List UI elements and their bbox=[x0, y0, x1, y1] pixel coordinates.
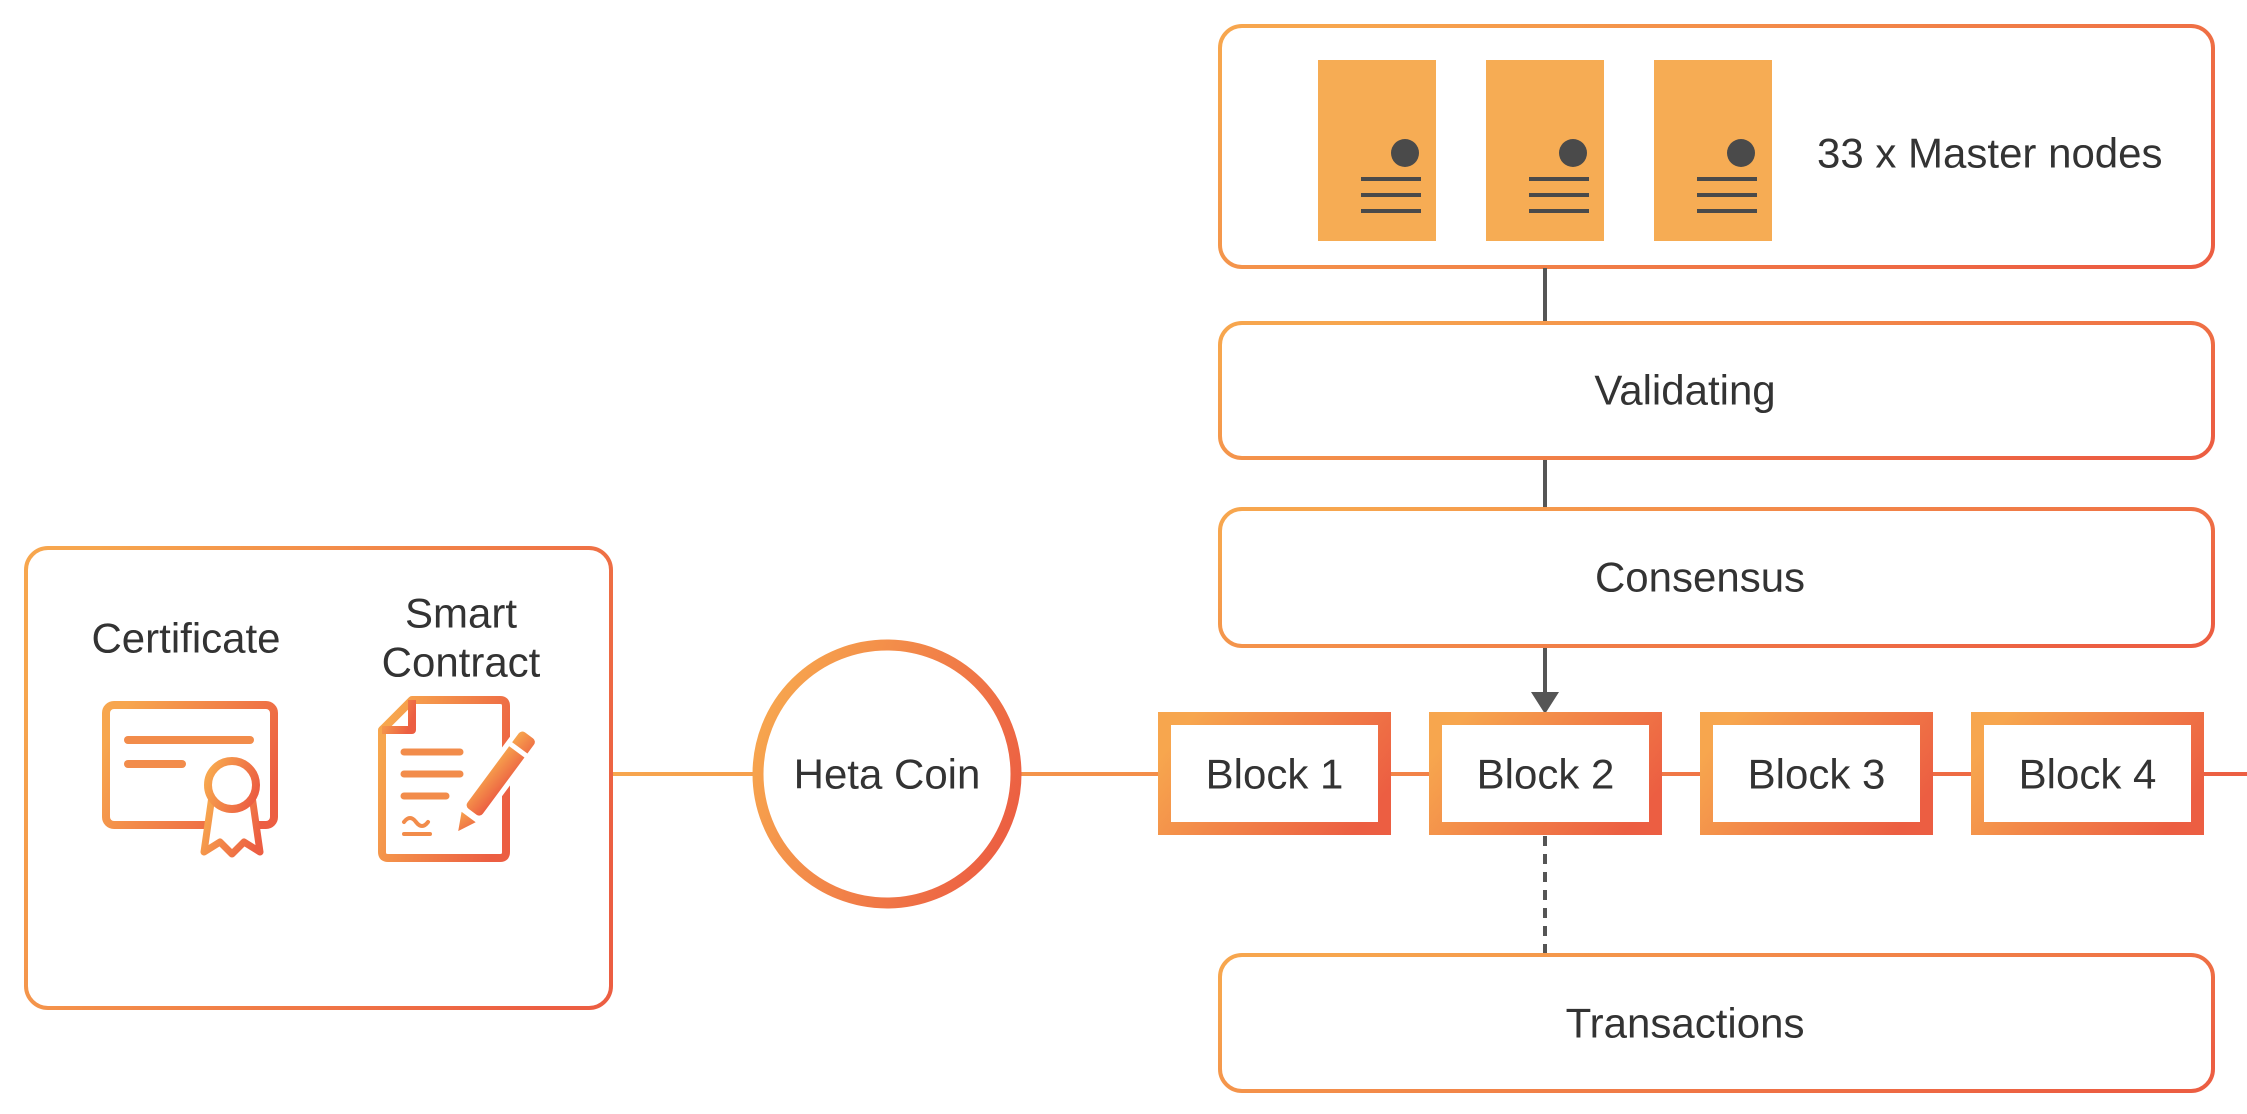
heta-coin-label: Heta Coin bbox=[794, 751, 981, 798]
contract-pen-icon bbox=[378, 696, 540, 862]
smart-contract-label-line2: Contract bbox=[382, 639, 541, 686]
heta-coin-ring bbox=[752, 639, 1022, 909]
validating-stage: Validating bbox=[1218, 321, 2215, 460]
arrowhead-icon bbox=[1531, 692, 1559, 714]
transactions-frame bbox=[1218, 953, 2215, 1093]
certificate-label: Certificate bbox=[91, 615, 280, 662]
block-label: Block 2 bbox=[1477, 751, 1615, 798]
block-2: Block 2 bbox=[1429, 712, 1662, 835]
assets-panel-frame bbox=[24, 546, 613, 1010]
consensus-frame bbox=[1218, 507, 2215, 648]
block-1: Block 1 bbox=[1158, 712, 1391, 835]
block-chain: Block 1 Block 2 Block 3 Block 4 bbox=[1158, 712, 2204, 835]
certificate-icon bbox=[102, 701, 278, 858]
transactions-panel: Transactions bbox=[1218, 953, 2215, 1093]
consensus-label: Consensus bbox=[1595, 554, 1805, 601]
block-3: Block 3 bbox=[1700, 712, 1933, 835]
transactions-label: Transactions bbox=[1566, 1000, 1805, 1047]
validating-frame bbox=[1218, 321, 2215, 460]
block-label: Block 4 bbox=[2019, 751, 2157, 798]
master-nodes-label: 33 x Master nodes bbox=[1817, 130, 2163, 177]
consensus-stage: Consensus bbox=[1218, 507, 2215, 648]
block-label: Block 3 bbox=[1748, 751, 1886, 798]
assets-panel: Certificate Smart Contract bbox=[24, 546, 613, 1010]
server-icon bbox=[1486, 60, 1604, 241]
smart-contract-label-line1: Smart bbox=[405, 590, 517, 637]
block-4: Block 4 bbox=[1971, 712, 2204, 835]
pen-icon bbox=[453, 726, 540, 837]
server-icon bbox=[1654, 60, 1772, 241]
block-label: Block 1 bbox=[1206, 751, 1344, 798]
server-icon bbox=[1318, 60, 1436, 241]
master-nodes-panel: 33 x Master nodes bbox=[1218, 24, 2215, 269]
validating-label: Validating bbox=[1594, 367, 1775, 414]
heta-coin-node: Heta Coin bbox=[752, 639, 1022, 909]
